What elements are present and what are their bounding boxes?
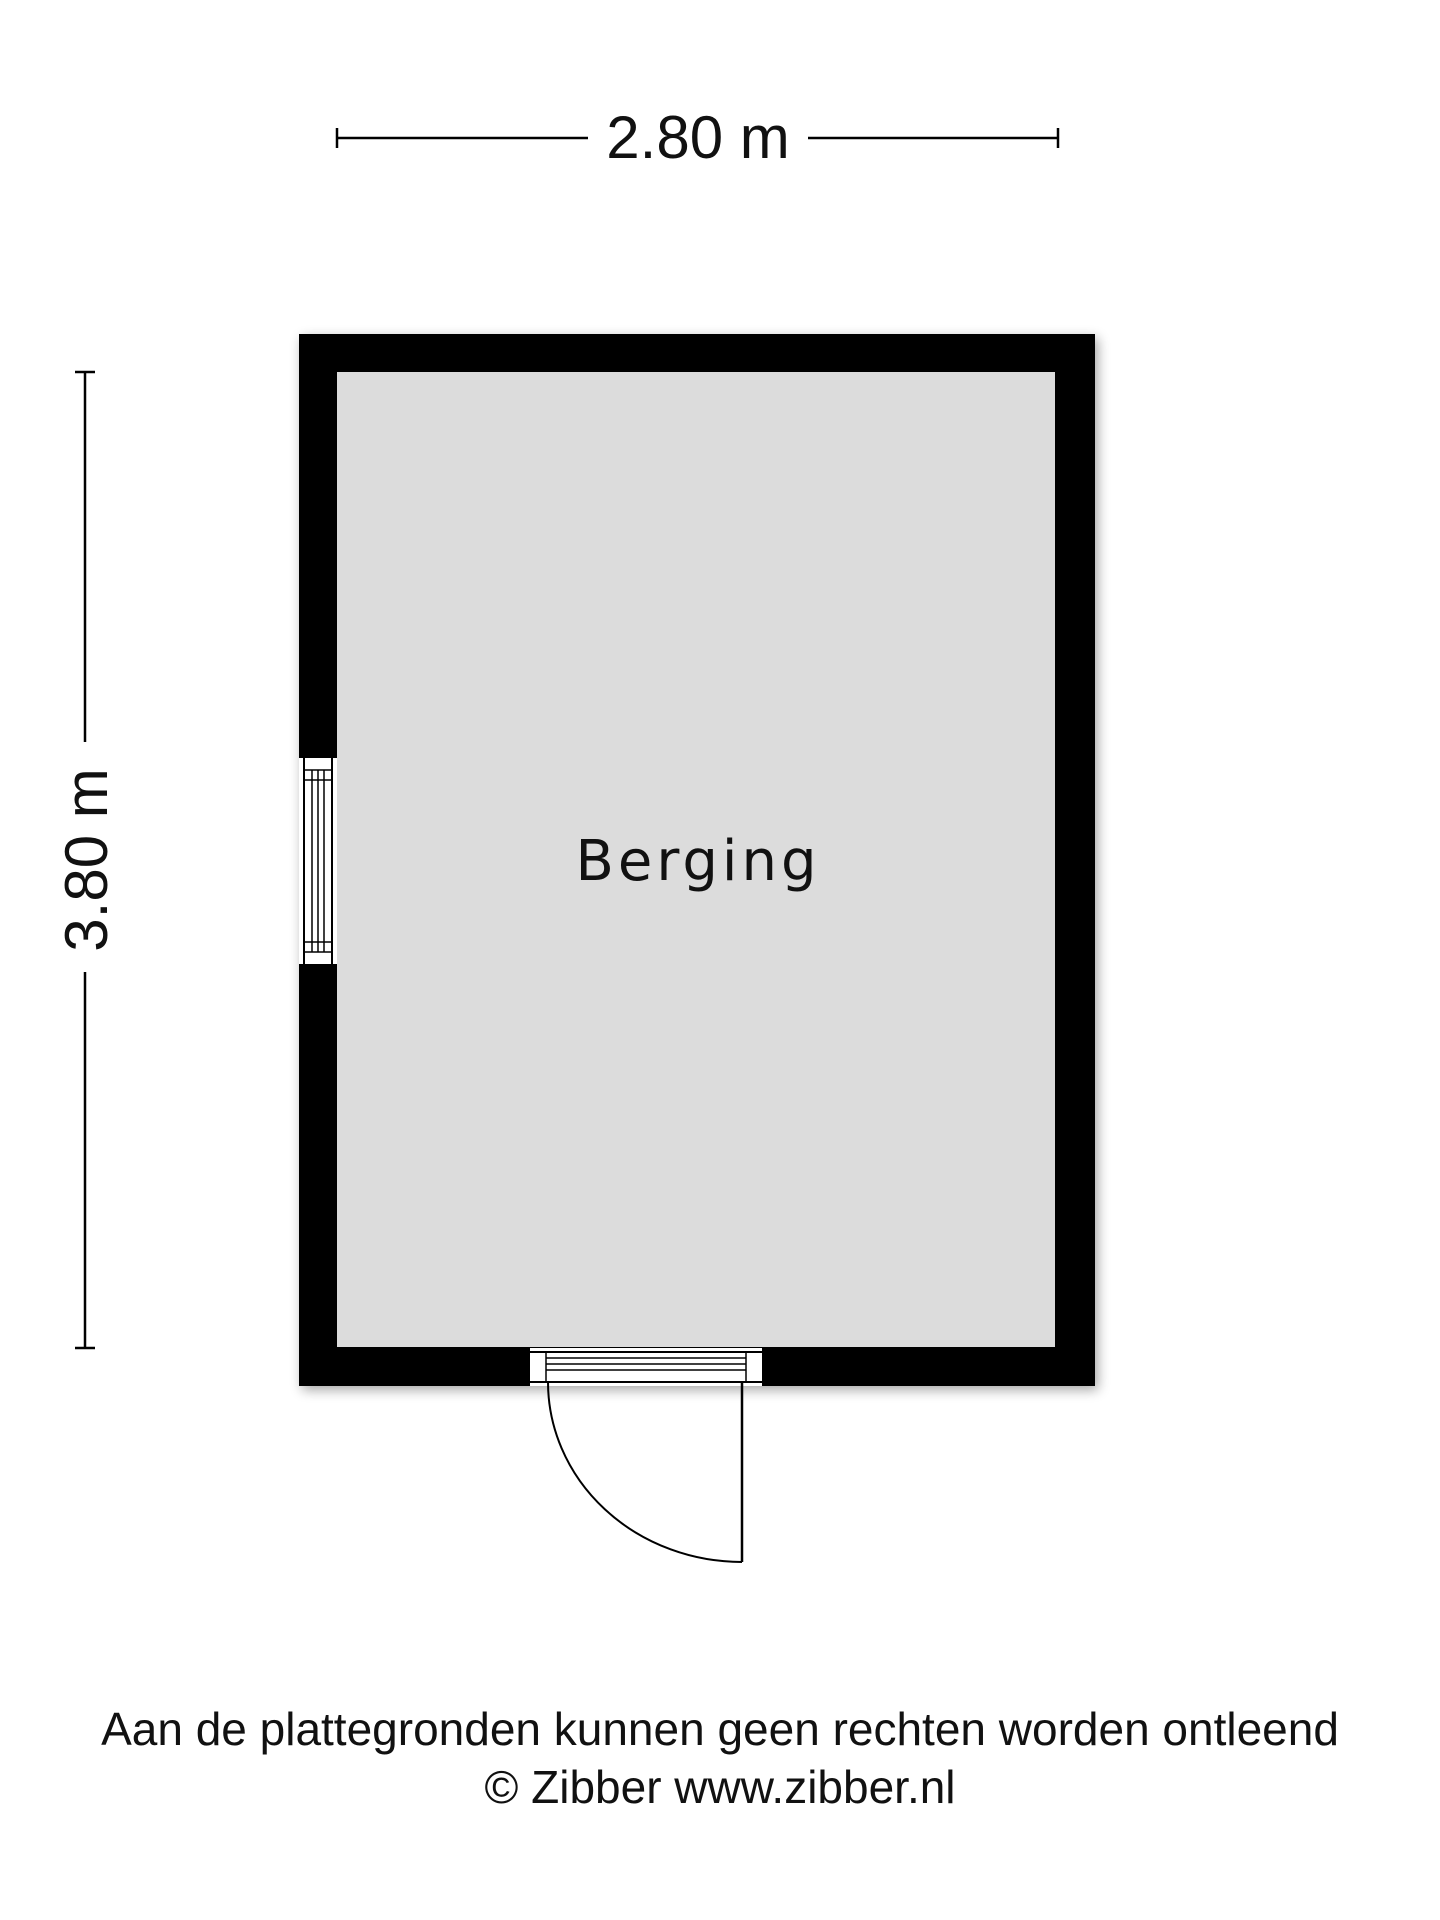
room-label: Berging bbox=[575, 829, 820, 894]
room-floor bbox=[337, 372, 1055, 1347]
disclaimer-text: Aan de plattegronden kunnen geen rechten… bbox=[101, 1703, 1339, 1755]
width-label: 2.80 m bbox=[606, 104, 789, 171]
height-dimension: 3.80 m bbox=[53, 370, 120, 1350]
door bbox=[530, 1348, 762, 1563]
copyright-text: © Zibber www.zibber.nl bbox=[484, 1761, 956, 1813]
height-label: 3.80 m bbox=[53, 768, 120, 951]
window bbox=[299, 758, 337, 964]
width-dimension: 2.80 m bbox=[335, 104, 1060, 171]
